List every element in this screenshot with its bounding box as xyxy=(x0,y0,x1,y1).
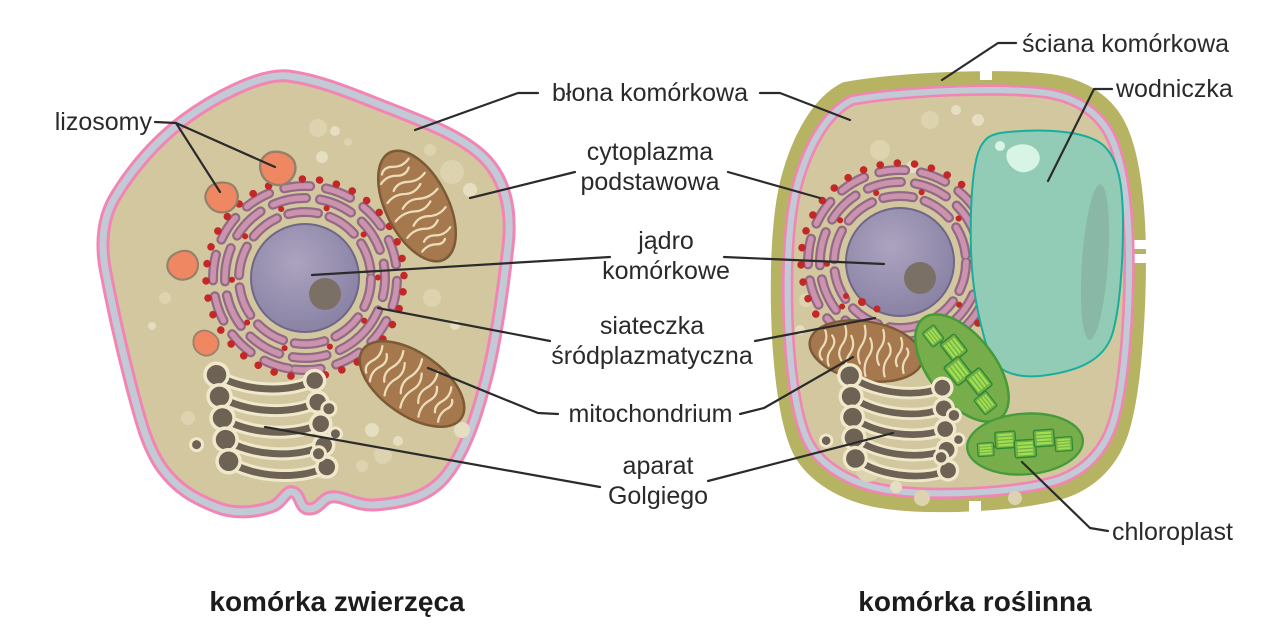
label-cell-nucleus: jądro komórkowe xyxy=(602,227,730,285)
label-cell-wall: ściana komórkowa xyxy=(1022,30,1230,58)
leader-vacuole xyxy=(1046,87,1114,183)
leader-mitochondrion xyxy=(426,355,855,416)
leader-cell-membrane xyxy=(413,91,852,132)
leader-basic-cytoplasm xyxy=(468,170,822,200)
plant-cell-illustration xyxy=(770,64,1147,516)
label-golgi-apparatus: aparat Golgiego xyxy=(607,452,709,510)
animal-cell-illustration xyxy=(96,69,516,519)
label-cell-membrane: błona komórkowa xyxy=(552,79,748,107)
plant-vacuole-illustration xyxy=(969,129,1125,378)
label-endoplasmic-reticulum: siateczka śródplazmatyczna xyxy=(551,312,753,370)
leader-lines xyxy=(153,41,1114,533)
animal-cell-title: komórka zwierzęca xyxy=(209,586,465,617)
plant-ribosome-dots xyxy=(843,293,881,313)
leader-endoplasmic-reticulum xyxy=(376,306,877,343)
label-chloroplast: chloroplast xyxy=(1112,518,1233,546)
label-mitochondrion: mitochondrium xyxy=(568,400,733,428)
plant-cell-title: komórka roślinna xyxy=(858,586,1092,617)
leader-chloroplast xyxy=(1020,460,1110,533)
plant-cell-wall-gaps xyxy=(969,64,1147,516)
leader-cell-wall xyxy=(940,41,1018,82)
leader-lysosomes xyxy=(153,120,277,194)
leader-cell-nucleus xyxy=(310,255,886,277)
label-basic-cytoplasm: cytoplazma podstawowa xyxy=(580,138,720,196)
label-lysosomes: lizosomy xyxy=(54,108,152,136)
label-vacuole: wodniczka xyxy=(1116,75,1233,103)
leader-golgi-apparatus xyxy=(263,425,895,489)
